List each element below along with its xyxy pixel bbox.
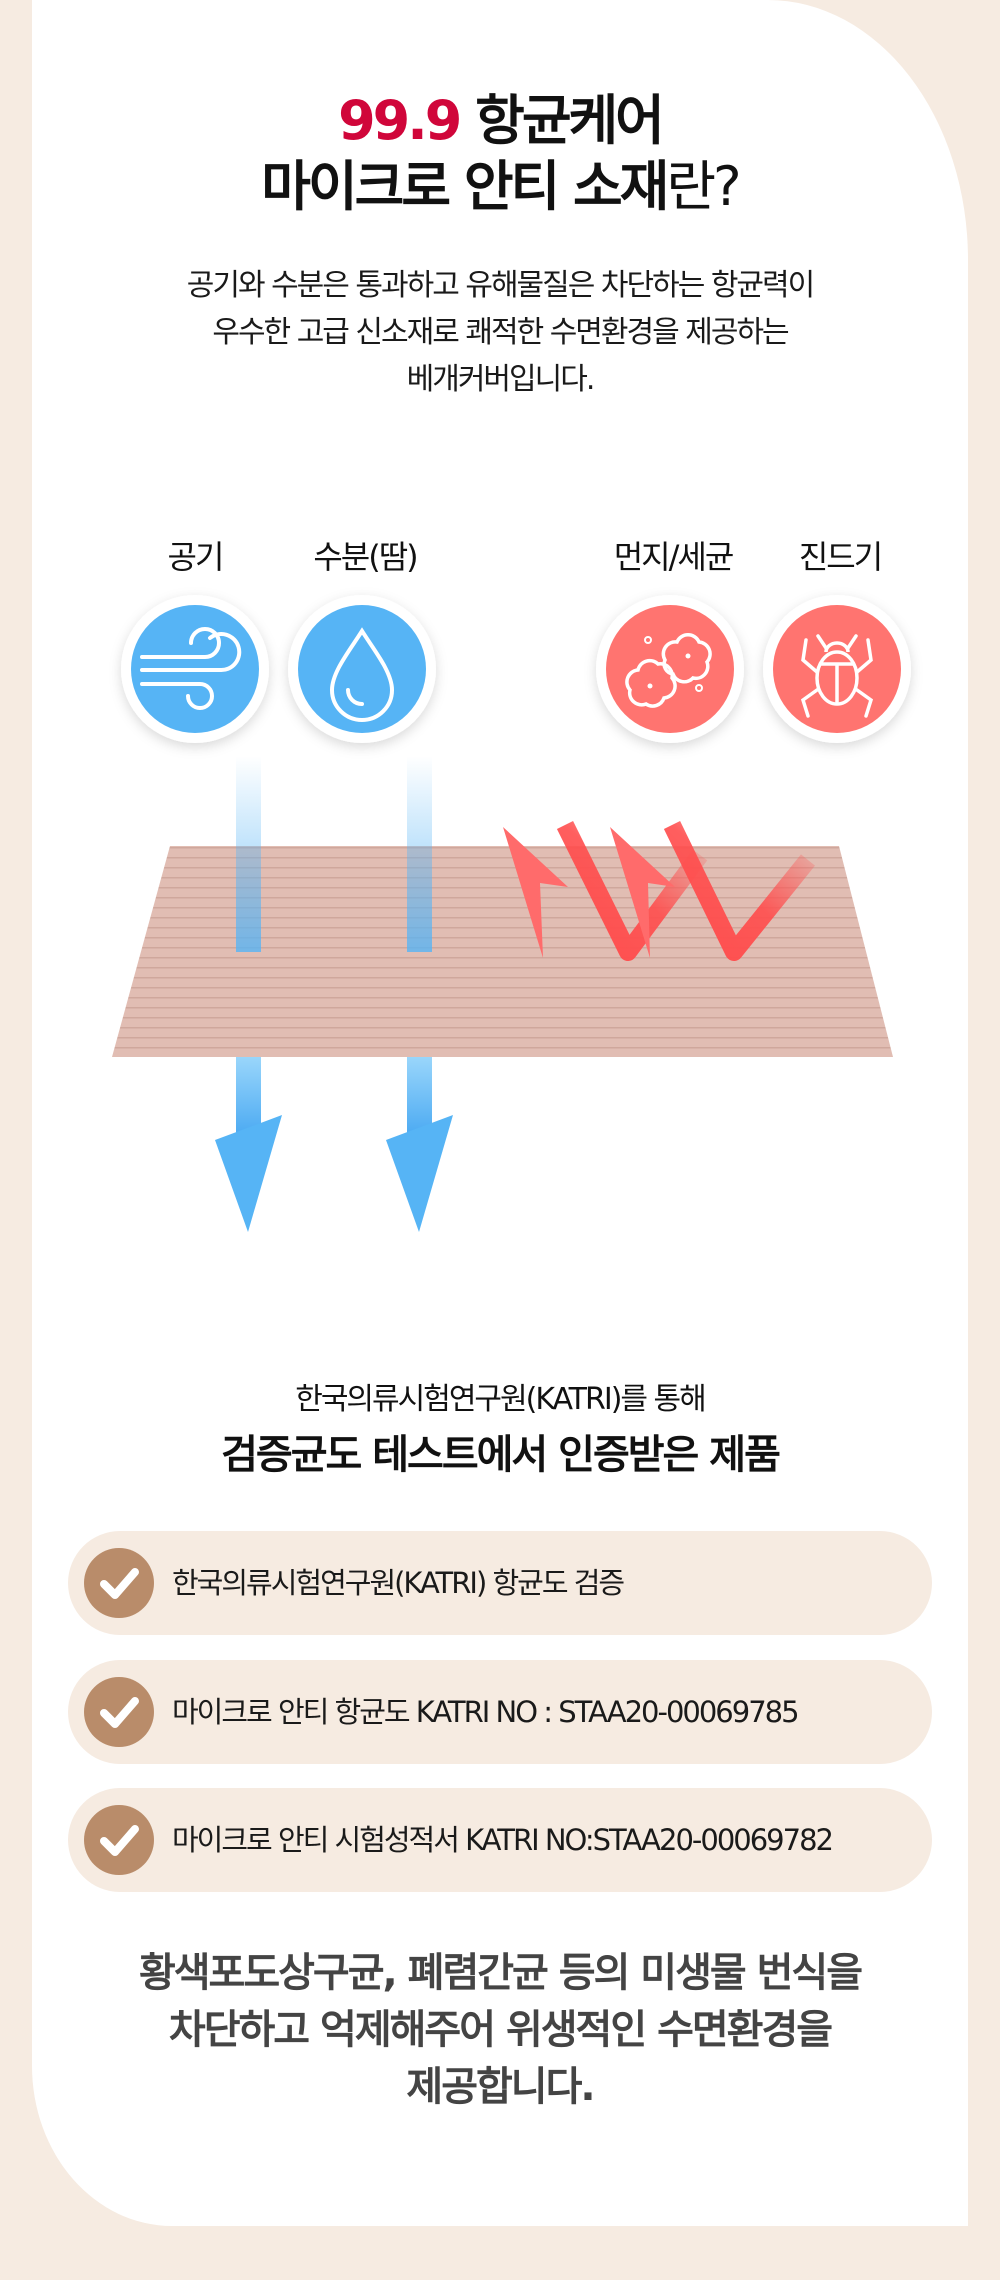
blocked-arrows — [503, 821, 816, 961]
certification-item: 마이크로 안티 항균도 KATRI NO : STAA20-00069785 — [68, 1660, 932, 1764]
check-icon — [84, 1677, 154, 1747]
moisture-pass-bar — [407, 756, 432, 952]
fabric-diagram — [112, 595, 911, 1232]
title-highlight: 99.9 — [338, 89, 462, 152]
description-line: 베개커버입니다. — [406, 362, 596, 397]
description: 공기와 수분은 통과하고 유해물질은 차단하는 항균력이 우수한 고급 신소재로… — [0, 262, 1000, 403]
water-drop-icon — [298, 605, 426, 733]
wind-icon — [131, 605, 259, 733]
certification-item-text: 마이크로 안티 시험성적서 KATRI NO:STAA20-00069782 — [172, 1823, 834, 1857]
check-icon — [84, 1548, 154, 1618]
moisture-exit-bar — [407, 1057, 432, 1137]
certification-item-text: 한국의류시험연구원(KATRI) 항균도 검증 — [172, 1566, 625, 1600]
bug-icon — [773, 605, 901, 733]
certification-title: 검증균도 테스트에서 인증받은 제품 — [221, 1432, 781, 1478]
page-title: 99.9 항균케어 마이크로 안티 소재란? — [0, 88, 1000, 220]
closing-line: 황색포도상구균, 폐렴간균 등의 미생물 번식을 — [138, 1950, 863, 1996]
certification-item-text: 마이크로 안티 항균도 KATRI NO : STAA20-00069785 — [172, 1695, 800, 1729]
label-moisture: 수분(땀) — [313, 538, 418, 576]
certification-item: 한국의류시험연구원(KATRI) 항균도 검증 — [68, 1531, 932, 1635]
description-line: 우수한 고급 신소재로 쾌적한 수면환경을 제공하는 — [212, 315, 789, 350]
description-line: 공기와 수분은 통과하고 유해물질은 차단하는 항균력이 — [186, 268, 815, 303]
fabric-layer — [112, 846, 893, 1057]
certification-item: 마이크로 안티 시험성적서 KATRI NO:STAA20-00069782 — [68, 1788, 932, 1892]
check-icon — [84, 1805, 154, 1875]
title-line1: 항균케어 — [459, 89, 665, 152]
label-air: 공기 — [167, 538, 225, 576]
air-pass-bar — [236, 756, 261, 952]
label-mites: 진드기 — [798, 538, 883, 576]
moisture-down-arrow — [386, 1115, 453, 1232]
dust-icon — [606, 605, 734, 733]
closing-statement: 황색포도상구균, 폐렴간균 등의 미생물 번식을 차단하고 억제해주어 위생적인… — [0, 1945, 1000, 2116]
label-dust-bacteria: 먼지/세균 — [613, 538, 735, 576]
air-down-arrow — [215, 1115, 282, 1232]
air-exit-bar — [236, 1057, 261, 1137]
title-line2: 마이크로 안티 소재 — [261, 155, 669, 218]
certification-subtitle: 한국의류시험연구원(KATRI)를 통해 — [295, 1382, 707, 1417]
closing-line: 제공합니다. — [406, 2064, 595, 2110]
title-line2-suffix: 란? — [666, 155, 741, 218]
closing-line: 차단하고 억제해주어 위생적인 수면환경을 — [168, 2007, 833, 2053]
